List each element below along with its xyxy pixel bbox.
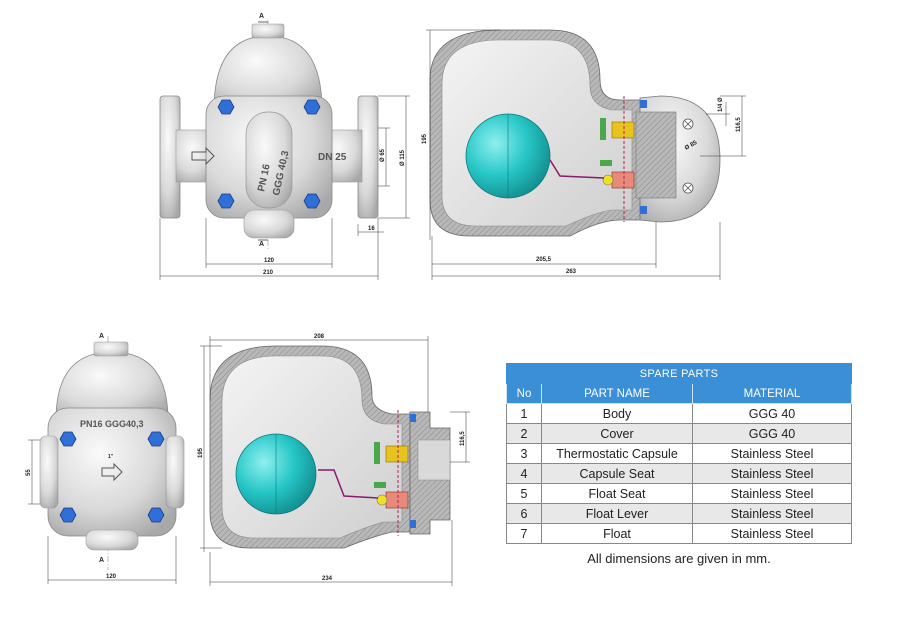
cell-material: Stainless Steel	[692, 523, 852, 544]
table-row: 7 Float Stainless Steel	[506, 523, 852, 544]
cell-part-name: Float	[541, 523, 693, 544]
section-mark-top: A	[99, 333, 104, 340]
table-row: 1 Body GGG 40	[506, 403, 852, 424]
cover-bolt-icons	[217, 99, 321, 209]
cell-material: Stainless Steel	[692, 463, 852, 484]
cell-no: 7	[506, 523, 542, 544]
cell-no: 6	[506, 503, 542, 524]
cell-part-name: Thermostatic Capsule	[541, 443, 693, 464]
cell-material: GGG 40	[692, 403, 852, 424]
section-mark-bottom: A	[99, 557, 104, 564]
dim-cover-height: 116,5	[736, 117, 742, 132]
threaded-section-view: 208 195 116,5 234	[198, 334, 470, 586]
table-row: 2 Cover GGG 40	[506, 423, 852, 444]
cell-no: 4	[506, 463, 542, 484]
body-marking: PN16 GGG40,3	[80, 419, 144, 429]
front-view: A A PN 16 GGG 40,3 DN 25	[159, 13, 410, 280]
dim-height: 195	[422, 133, 428, 144]
cell-part-name: Cover	[541, 423, 693, 444]
dim-port: 1/4 Ø	[718, 97, 724, 112]
dim-top-length: 208	[314, 334, 325, 340]
thermostatic-capsule	[611, 121, 635, 139]
cell-material: Stainless Steel	[692, 443, 852, 464]
cell-part-name: Body	[541, 403, 693, 424]
dim-overall-length: 263	[566, 269, 577, 275]
section-mark-top: A	[259, 13, 264, 20]
spare-parts-table: SPARE PARTS No PART NAME MATERIAL 1 Body…	[506, 363, 852, 544]
cell-no: 3	[506, 443, 542, 464]
dim-offset: 205,5	[536, 257, 552, 263]
dim-flange-thickness: 16	[368, 226, 375, 232]
cell-part-name: Float Seat	[541, 483, 693, 504]
dim-port: 1"	[108, 454, 114, 460]
dim-cover-height: 116,5	[460, 431, 466, 446]
flow-arrow-icon	[101, 462, 123, 482]
cell-part-name: Float Lever	[541, 503, 693, 524]
column-header-material: MATERIAL	[692, 383, 852, 404]
dim-height: 195	[198, 447, 204, 458]
cell-no: 1	[506, 403, 542, 424]
table-title: SPARE PARTS	[506, 363, 852, 384]
float-seat	[385, 491, 409, 509]
dim-flange-od: Ø 115	[400, 149, 406, 166]
section-mark-bottom: A	[259, 241, 264, 248]
thermostatic-capsule	[385, 445, 409, 463]
column-header-no: No	[506, 383, 542, 404]
section-view: 195 1/4 Ø 116,5 Ø 85 205,5 263	[422, 29, 746, 280]
dim-overall-length: 210	[263, 270, 274, 276]
table-row: 5 Float Seat Stainless Steel	[506, 483, 852, 504]
cell-material: GGG 40	[692, 423, 852, 444]
float-seat	[611, 171, 635, 189]
dim-body-width: 120	[264, 258, 275, 264]
cell-part-name: Capsule Seat	[541, 463, 693, 484]
float-lever	[318, 469, 379, 499]
cell-material: Stainless Steel	[692, 483, 852, 504]
dim-flange-bore: Ø 65	[380, 148, 386, 162]
column-header-part-name: PART NAME	[541, 383, 693, 404]
threaded-front-view: A A PN16 GGG40,3 1" 55 120	[26, 333, 185, 584]
cover-bolt-icons	[59, 431, 165, 523]
cell-no: 5	[506, 483, 542, 504]
cell-material: Stainless Steel	[692, 503, 852, 524]
table-row: 6 Float Lever Stainless Steel	[506, 503, 852, 524]
dimensions-footnote: All dimensions are given in mm.	[587, 551, 771, 566]
dim-overall-length: 234	[322, 576, 333, 582]
cell-no: 2	[506, 423, 542, 444]
table-row: 4 Capsule Seat Stainless Steel	[506, 463, 852, 484]
table-row: 3 Thermostatic Capsule Stainless Steel	[506, 443, 852, 464]
dim-width: 120	[106, 574, 117, 580]
dim-height: 55	[26, 469, 32, 476]
body-marking-dn: DN 25	[318, 152, 347, 163]
flow-arrow-icon	[191, 146, 215, 166]
